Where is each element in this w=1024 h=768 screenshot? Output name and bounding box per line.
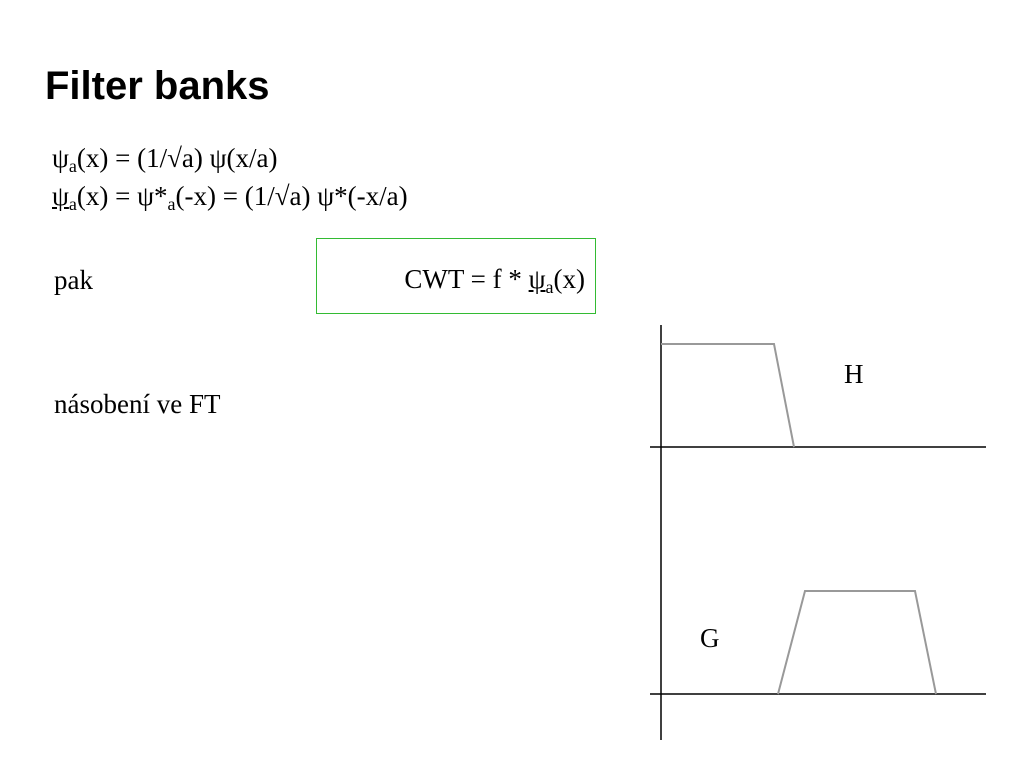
subscript-a-2: a [167, 194, 176, 214]
psi-underlined-symbol: ψ [528, 264, 546, 294]
subscript-a: a [68, 194, 77, 214]
pak-text: pak [54, 265, 93, 295]
cwt-suffix: (x) [553, 264, 585, 294]
cwt-prefix: CWT = f * [404, 264, 529, 294]
cwt-equation: CWT = f * ψa(x) [404, 263, 585, 297]
subscript-a: a [68, 156, 77, 176]
subscript-a: a [545, 277, 554, 297]
equation-rest: (-x) = (1/√a) ψ*(-x/a) [175, 181, 408, 211]
psi-underlined-symbol: ψ [52, 181, 69, 211]
highpass-g-curve [777, 590, 937, 695]
label-g: G [700, 623, 720, 653]
equation-rest: (x) = (1/√a) ψ(x/a) [76, 143, 278, 173]
psi-symbol: ψ [52, 143, 69, 173]
nasobeni-text: násobení ve FT [54, 389, 221, 419]
equation-middle: (x) = ψ* [76, 181, 168, 211]
page-title: Filter banks [45, 64, 270, 108]
lowpass-h-curve [661, 343, 795, 448]
cwt-box: CWT = f * ψa(x) [316, 238, 596, 314]
equation-psi-a-underlined: ψa(x) = ψ*a(-x) = (1/√a) ψ*(-x/a) [52, 180, 408, 214]
label-h: H [844, 359, 864, 389]
equation-psi-a: ψa(x) = (1/√a) ψ(x/a) [52, 142, 278, 176]
